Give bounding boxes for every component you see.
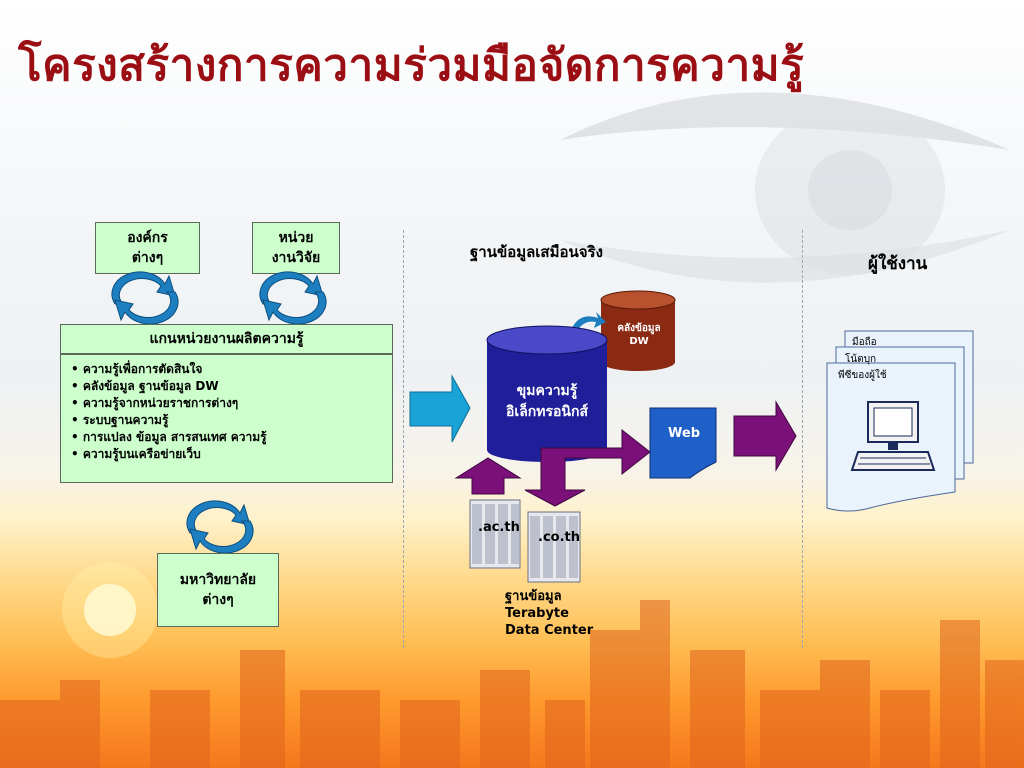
server-co-label: .co.th: [538, 530, 580, 545]
device-card-front: [826, 362, 956, 512]
core-list: ความรู้เพื่อการตัดสินใจ คลังข้อมูล ฐานข้…: [71, 361, 392, 463]
knowledge-cylinder-label: ขุมความรู้ อิเล็กทรอนิกส์: [506, 383, 588, 420]
core-list-box: ความรู้เพื่อการตัดสินใจ คลังข้อมูล ฐานข้…: [60, 354, 393, 483]
eye-watermark: [560, 92, 1010, 283]
list-item: ความรู้จากหน่วยราชการต่างๆ: [71, 395, 392, 412]
datacenter-label: ฐานข้อมูล Terabyte Data Center: [505, 589, 594, 638]
sun: [84, 584, 136, 636]
university-box: มหาวิทยาลัย ต่างๆ: [157, 553, 279, 627]
cycle-arrow-icon: [111, 271, 179, 325]
dw-cylinder-label: คลังข้อมูล DW: [617, 323, 661, 347]
list-item: ความรู้เพื่อการตัดสินใจ: [71, 361, 392, 378]
arrow-up-icon: [454, 457, 522, 495]
separator-right: [802, 230, 803, 648]
web-document-icon: [649, 407, 717, 479]
arrow-right-icon: [409, 374, 471, 443]
core-header-box: แกนหน่วยงานผลิตความรู้: [60, 324, 393, 354]
device-pc-label: พีซีของผู้ใช้: [838, 370, 887, 381]
arrow-down-purple-icon: [524, 428, 651, 507]
list-item: ระบบฐานความรู้: [71, 412, 392, 429]
cycle-arrow-icon: [186, 500, 254, 554]
virtual-db-heading: ฐานข้อมูลเสมือนจริง: [470, 243, 603, 261]
page-title: โครงสร้างการความร่วมมือจัดการความรู้: [18, 40, 805, 91]
server-icon: [527, 511, 581, 583]
arrow-right-purple-icon: [733, 400, 797, 472]
list-item: คลังข้อมูล ฐานข้อมูล DW: [71, 378, 392, 395]
separator-left: [403, 230, 404, 648]
small-arrow-icon: [572, 312, 606, 330]
list-item: ความรู้บนเครือข่ายเว็บ: [71, 446, 392, 463]
users-heading: ผู้ใช้งาน: [868, 254, 928, 274]
list-item: การแปลง ข้อมูล สารสนเทศ ความรู้: [71, 429, 392, 446]
cycle-arrow-icon: [259, 271, 327, 325]
server-ac-label: .ac.th: [478, 520, 520, 535]
web-label: Web: [668, 426, 700, 441]
device-card-back: [844, 330, 974, 464]
device-notebook-label: โน้ตบุก: [845, 354, 877, 365]
device-mobile-label: มือถือ: [852, 337, 877, 348]
org-box: องค์กร ต่างๆ: [95, 222, 200, 274]
computer-icon: [850, 401, 936, 471]
research-box: หน่วย งานวิจัย: [252, 222, 340, 274]
